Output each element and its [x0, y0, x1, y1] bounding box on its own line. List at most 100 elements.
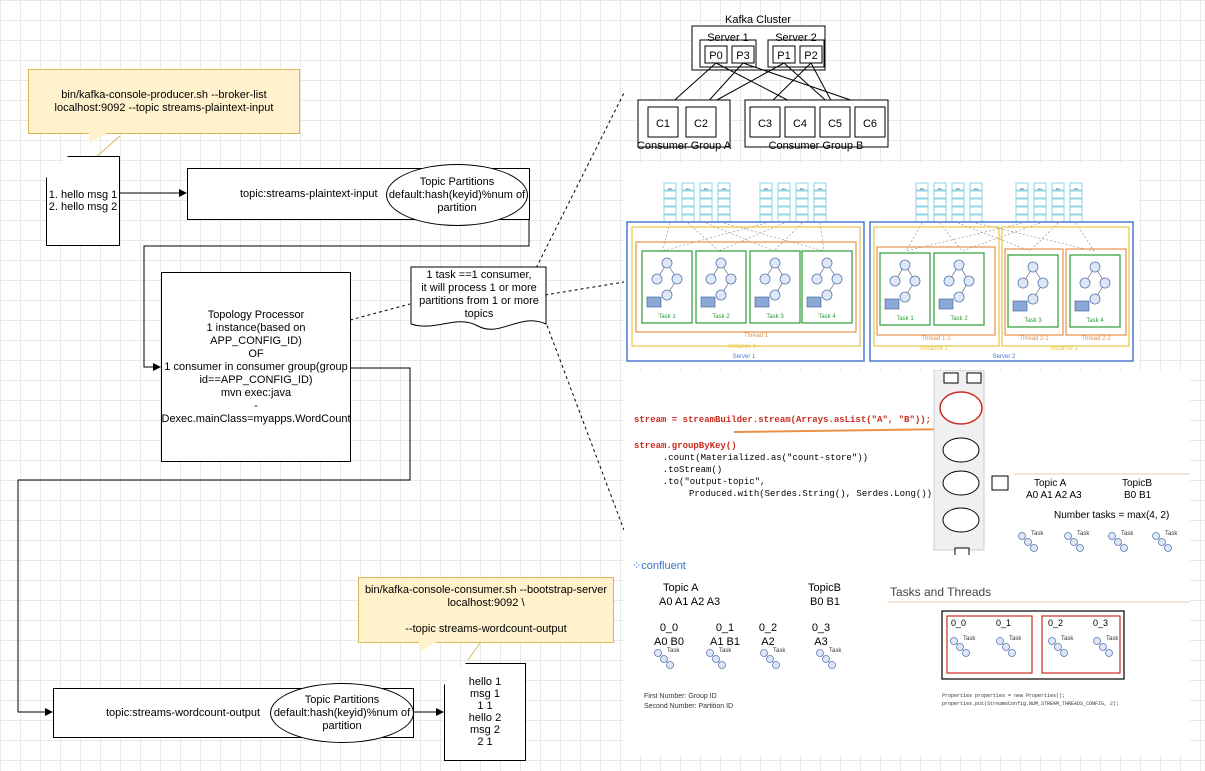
right-task-4-label: Task 4 — [1086, 318, 1104, 324]
confluent-logo-icon: ⁘ — [632, 560, 642, 572]
partition-link — [723, 222, 825, 252]
right-task-1-label: Task 1 — [896, 316, 914, 322]
code-topic-b-parts: B0 B1 — [1124, 490, 1152, 501]
consumer-note-line-4: --topic streams-wordcount-output — [405, 623, 567, 635]
partition-link — [687, 222, 720, 252]
mini-task-glyph: Task — [760, 648, 786, 669]
output-line-4: hello 2 — [468, 712, 502, 724]
right-instance-1: Instance 1 — [920, 346, 948, 352]
partition-stack-label: P2 — [800, 187, 804, 191]
right-task-2: Task 2 — [933, 252, 985, 326]
right-thread-2-2: Thread 2-2 — [1081, 336, 1111, 342]
right-task-1: Task 1 — [879, 252, 931, 326]
mini-task-glyph: Task — [996, 636, 1022, 657]
left-task-4-label: Task 4 — [818, 314, 836, 320]
processor-line-4: 1 consumer in consumer group(group — [164, 360, 348, 373]
dashed-link-4 — [544, 319, 625, 531]
processor-line-1: Topology Processor — [207, 308, 305, 321]
left-instance-label: Instance 1 — [728, 344, 756, 350]
consumer-c4: C4 — [793, 118, 807, 130]
mini-task-label: Task — [1165, 531, 1178, 537]
consumer-c5: C5 — [828, 118, 842, 130]
mini-task-glyph: Task — [654, 648, 680, 669]
code-line-6: Produced.with(Serdes.String(), Serdes.Lo… — [662, 489, 943, 499]
partition-stack: P2 — [699, 182, 713, 223]
output-topic-partitions: Topic Partitions default:hash(keyid)%num… — [270, 683, 414, 743]
partition-link — [773, 222, 803, 252]
mini-task-label: Task — [1009, 636, 1022, 642]
partition-stack: P0 — [915, 182, 929, 223]
input-messages-doc: 1. hello msg 1 2. hello msg 2 — [46, 156, 120, 246]
right-task-2-label: Task 2 — [950, 316, 968, 322]
right-task-3: Task 3 — [1007, 254, 1059, 328]
partition-stack-label: P1 — [1038, 187, 1042, 191]
partition-stack-label: P2 — [956, 187, 960, 191]
mini-task-label: Task — [1077, 531, 1090, 537]
partition-stack-label: P1 — [686, 187, 690, 191]
partition-stack: P0 — [759, 182, 773, 223]
conf-topic-b: TopicB — [808, 582, 842, 594]
server1-label: Server 1 — [707, 32, 749, 44]
partition-stack-label: P1 — [938, 187, 942, 191]
consumer-c6: C6 — [863, 118, 877, 130]
code-line-1: stream = streamBuilder.stream(Arrays.asL… — [634, 415, 932, 425]
consumer-note-line-1: bin/kafka-console-consumer.sh --bootstra… — [364, 584, 608, 596]
output-partitions-line-3: partition — [322, 719, 362, 732]
left-task-2: Task 2 — [695, 250, 747, 324]
kafka-cluster-diagram: Kafka Cluster Server 1 P0 P3 Server 2 P1… — [637, 14, 889, 152]
mini-task-glyph: Task — [706, 648, 732, 669]
conf-topic-b-parts: B0 B1 — [810, 596, 840, 608]
confluent-logo-text: confluent — [641, 560, 686, 572]
left-task-3: Task 3 — [749, 250, 801, 324]
partition-stack-label: P0 — [1020, 187, 1024, 191]
partition-stack-label: P3 — [1074, 187, 1078, 191]
mini-task-glyph: Task — [1018, 531, 1044, 552]
confluent-logo: ⁘confluent — [632, 559, 686, 572]
dashed-link-3 — [544, 281, 625, 296]
mini-task-label: Task — [963, 636, 976, 642]
conf-topic-a-parts: A0 A1 A2 A3 — [659, 596, 721, 608]
mini-task-label: Task — [1061, 636, 1074, 642]
tt-id-0-0: 0_0 — [951, 618, 967, 628]
output-line-2: msg 1 — [470, 688, 500, 700]
dashed-link-1 — [349, 303, 411, 321]
task-note-text: 1 task ==1 consumer, it will process 1 o… — [410, 268, 548, 322]
kafka-cluster-panel: Kafka Cluster Server 1 P0 P3 Server 2 P1… — [624, 10, 894, 160]
output-partitions-line-1: Topic Partitions — [304, 693, 380, 706]
right-task-3-label: Task 3 — [1024, 318, 1042, 324]
partition-stack: P3 — [813, 182, 827, 223]
input-topic-partitions: Topic Partitions default:hash(keyid)%num… — [386, 164, 528, 226]
partition-link — [661, 222, 767, 252]
consumer-note-tail — [467, 642, 481, 661]
left-task-2-label: Task 2 — [712, 314, 730, 320]
output-topic-label: topic:streams-wordcount-output — [106, 707, 261, 719]
streams-task-boxes: Task 1 Task 2 Task 3 Task 4 Task 1 Task 2 Task… — [641, 250, 1121, 328]
left-task-1-label: Task 1 — [658, 314, 676, 320]
tasks-formula: Number tasks = max(4, 2) — [1054, 510, 1170, 521]
conf-code-1: Properties properties = new Properties()… — [942, 693, 1066, 699]
conf-group-0-1-id: 0_1 — [715, 622, 735, 634]
producer-command-note: bin/kafka-console-producer.sh --broker-l… — [28, 69, 300, 134]
dashed-link-2 — [519, 92, 625, 301]
output-line-3: 1 1 — [477, 700, 493, 712]
processor-line-2: 1 instance(based on APP_CONFIG_ID) — [206, 321, 306, 347]
right-thread-2-1: Thread 2-1 — [1019, 336, 1049, 342]
topology-processor-box[interactable]: Topology Processor 1 instance(based on A… — [161, 272, 351, 462]
partition-stack-label: P0 — [764, 187, 768, 191]
input-partitions-line-3: partition — [437, 201, 477, 214]
right-thread-1-1: Thread 1-1 — [921, 336, 951, 342]
partition-link — [819, 222, 825, 252]
code-topic-a: Topic A — [1034, 478, 1067, 489]
tt-id-0-2: 0_2 — [1048, 618, 1064, 628]
conf-footnote-1: First Number: Group ID — [644, 693, 717, 700]
partition-link — [661, 222, 671, 252]
partition-stack: P0 — [1015, 182, 1029, 223]
task-note-line-1: 1 task ==1 consumer, — [426, 269, 532, 281]
partition-stack: P3 — [969, 182, 983, 223]
conf-group-0-0-parts: A0 B0 — [654, 636, 684, 648]
input-partitions-line-2: default:hash(keyid)%num of — [388, 188, 526, 201]
code-topic-a-parts: A0 A1 A2 A3 — [1026, 490, 1082, 501]
